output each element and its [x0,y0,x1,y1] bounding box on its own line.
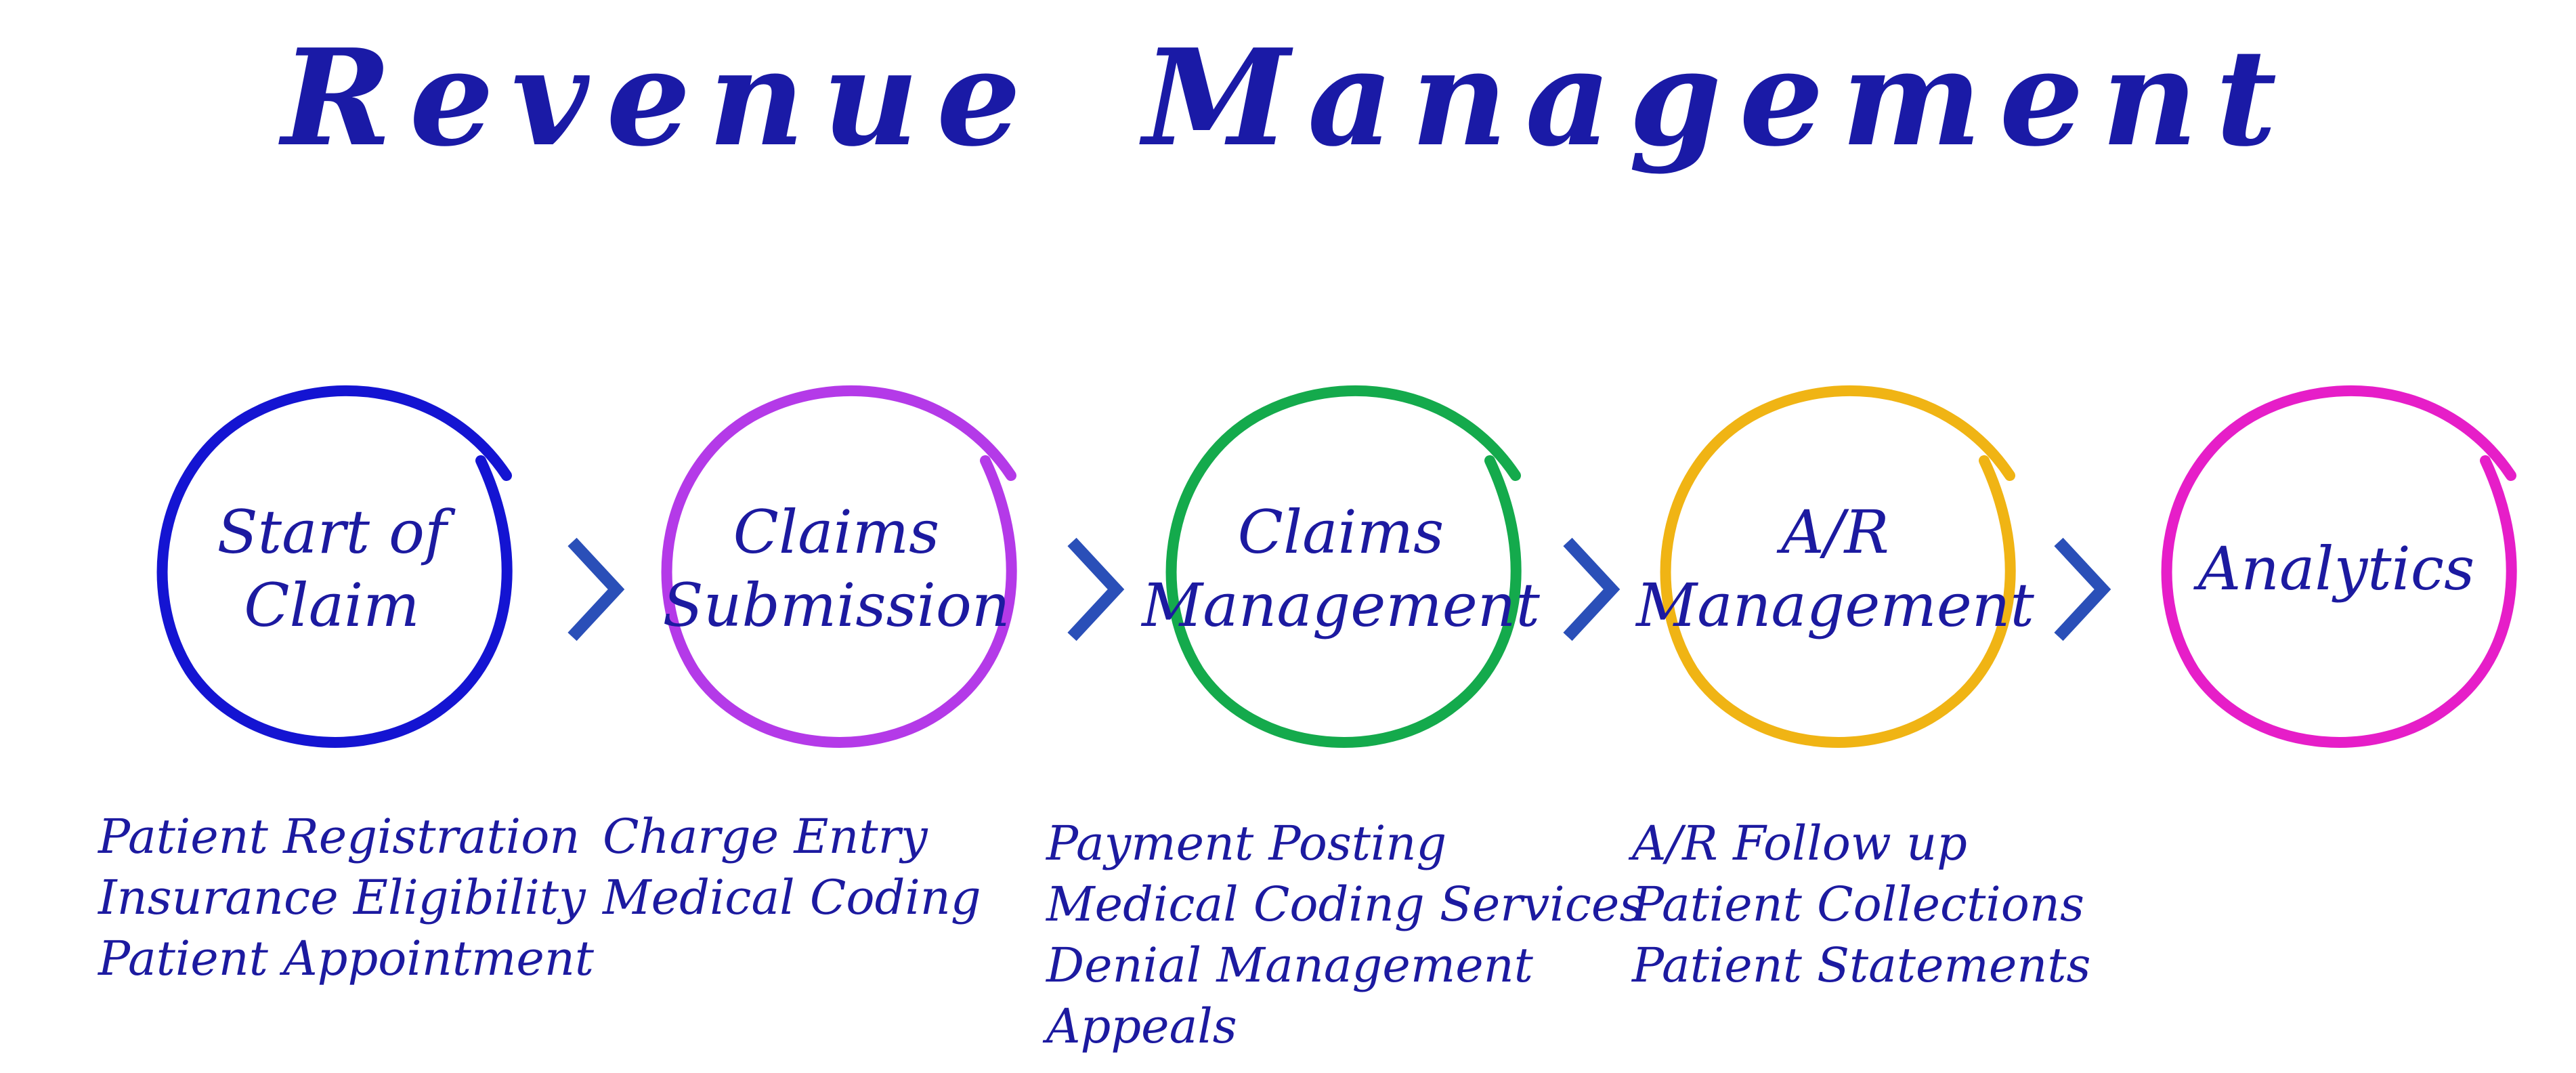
diagram-title: Revenue Management [281,20,2295,176]
stage-label-line: Claim [244,570,420,640]
stage-analytics: Analytics [2133,366,2539,772]
circle-ring [156,385,513,748]
stage-label-line: Management [1636,570,2034,640]
list-item: Patient Registration [98,809,580,864]
stage-items-list: Charge Entry Medical Coding [603,806,981,928]
chevron-right-icon [1062,535,1130,644]
stage-label-line: Management [1142,570,1540,640]
chevron-right-icon [1558,535,1625,644]
stage-items-list: Payment Posting Medical Coding Services … [1046,813,1644,1057]
list-item: A/R Follow up [1632,816,1967,871]
chevron-right-icon [2048,535,2116,644]
chevron-right-icon [562,535,630,644]
list-item: Denial Management [1046,938,1533,993]
stage-label-line: Submission [662,570,1010,640]
stage-label-line: Claims [1237,497,1444,567]
circle-ring [2161,385,2517,748]
circle-ring [1165,385,1522,748]
circle-ring [661,385,1017,748]
list-item: Appeals [1046,998,1237,1054]
stage-label: Analytics [2133,366,2539,772]
list-item: Insurance Eligibility [98,870,586,925]
list-item: Patient Appointment [98,931,595,986]
list-item: Patient Collections [1632,877,2084,932]
list-item: Payment Posting [1046,816,1447,871]
list-item: Patient Statements [1632,938,2091,993]
list-item: Medical Coding [603,870,981,925]
stage-label-line: Start of [217,497,447,567]
stage-label-line: Claims [733,497,940,567]
list-item: Medical Coding Services [1046,877,1644,932]
list-item: Charge Entry [603,809,928,864]
stage-label-line: Analytics [2197,534,2475,604]
circle-ring [1660,385,2016,748]
stage-items-list: A/R Follow up Patient Collections Patien… [1632,813,2090,996]
stage-label-line: A/R [1781,497,1889,567]
stage-items-list: Patient Registration Insurance Eligibili… [98,806,594,989]
